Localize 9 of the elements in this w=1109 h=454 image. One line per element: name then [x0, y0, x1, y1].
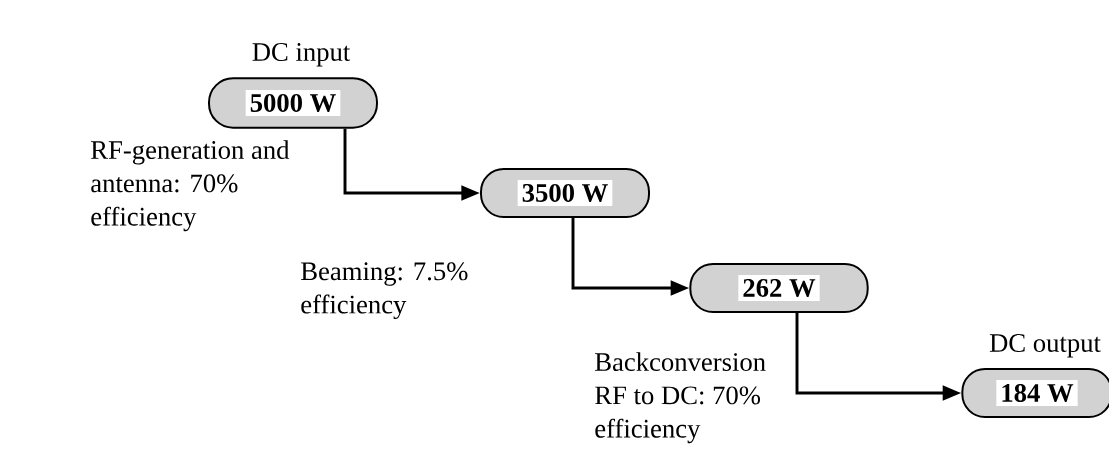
node-heading: DC input	[252, 43, 351, 67]
pill-box: 262 W	[689, 263, 869, 313]
edge-label: RF-generation and antenna: 70% efficiency	[91, 140, 290, 232]
edge-label: Backconversion RF to DC: 70% efficiency	[595, 352, 766, 444]
edge-label: Beaming: 7.5% efficiency	[301, 262, 468, 320]
node-heading: DC output	[989, 334, 1101, 358]
pill-box: 5000 W	[208, 77, 378, 129]
pill-box: 3500 W	[480, 168, 650, 218]
pill-box: 184 W	[961, 368, 1109, 418]
